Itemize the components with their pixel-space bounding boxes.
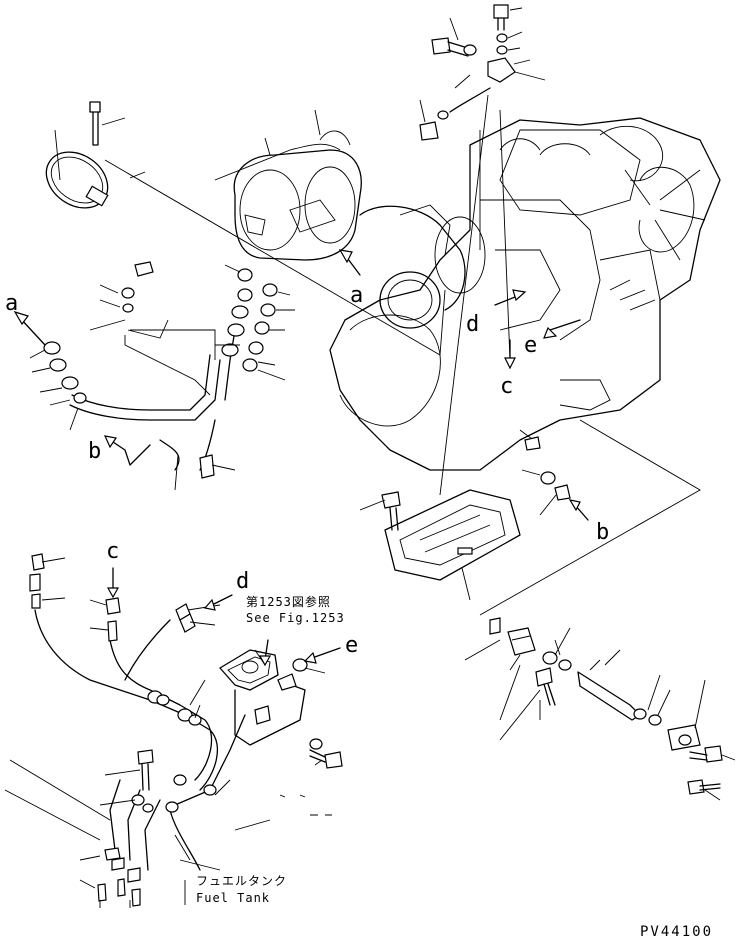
leader-lines: [29, 109, 446, 491]
label-c-bottom: c: [106, 539, 119, 564]
sensor-bracket-parts: [419, 4, 546, 141]
label-b-right: b: [596, 520, 609, 545]
reference-jp: 第1253図参照: [246, 594, 331, 609]
fuel-tank-en: Fuel Tank: [196, 891, 270, 905]
label-d-engine: d: [466, 312, 479, 337]
label-b-left: b: [88, 439, 101, 464]
label-a-left: a: [5, 291, 18, 316]
label-c-engine: c: [500, 374, 513, 399]
flow-arrows: [13, 249, 589, 521]
reference-en: See Fig.1253: [246, 611, 345, 625]
engine-assembly: [329, 117, 721, 471]
fuel-tank-jp: フュエルタンク: [196, 874, 287, 888]
under-bracket: [359, 436, 571, 601]
label-e-engine: e: [524, 333, 537, 358]
return-pipe-assembly: [464, 617, 736, 801]
label-a-engine: a: [350, 283, 363, 308]
label-e-bottom: e: [345, 633, 358, 658]
long-leaders: [439, 94, 701, 616]
air-cleaner: [214, 130, 486, 329]
fuel-line-assembly: [43, 261, 278, 479]
drawing-code: PV44100: [640, 924, 713, 940]
hose-clamp: [45, 101, 109, 209]
label-d-bottom: d: [236, 569, 249, 594]
fuel-tank-lines: [4, 553, 343, 908]
